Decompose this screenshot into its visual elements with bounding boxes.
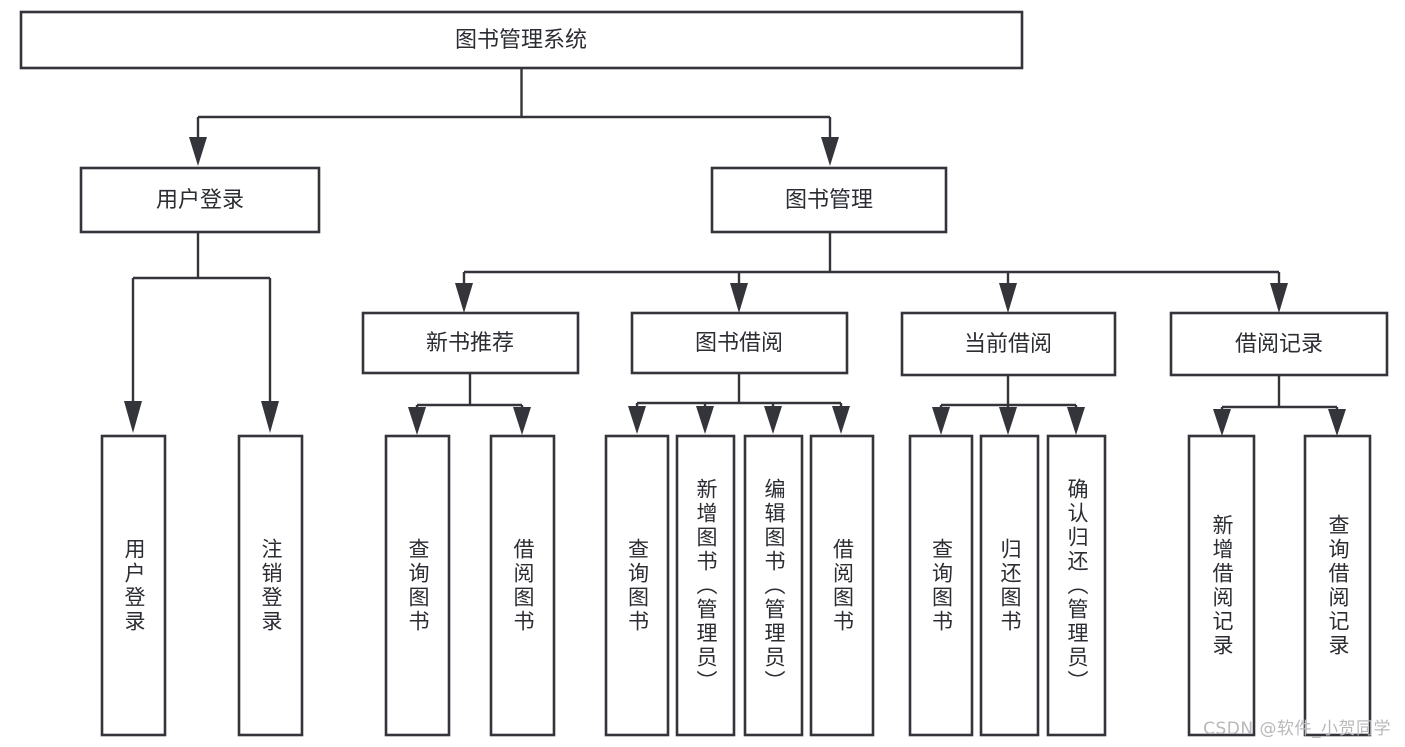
leaf-box-book-borrow-4[interactable] [809, 434, 875, 737]
connector-group-root [189, 68, 839, 166]
leaf-box-current-borrow-1[interactable] [908, 434, 974, 737]
arrow-head-icon-newbook-1 [408, 407, 426, 435]
node-book-borrow-label: 图书借阅 [695, 331, 783, 356]
arrow-head-icon-bookmanage-1 [455, 283, 473, 313]
leaf-box-user-login-2[interactable] [237, 434, 304, 737]
connector-group-borrow-record [1213, 375, 1346, 436]
arrow-head-icon-currentborrow-3 [1067, 407, 1085, 435]
connector-group-book-borrow [628, 373, 850, 434]
arrow-head-icon-bookmanage-4 [1270, 283, 1288, 313]
arrow-head-icon-userlogin-1 [124, 401, 142, 433]
leaf-box-new-book-1[interactable] [384, 434, 451, 737]
node-new-book-recommend[interactable]: 新书推荐 [361, 311, 580, 375]
leaf-box-current-borrow-3[interactable] [1046, 434, 1107, 737]
node-book-borrow[interactable]: 图书借阅 [630, 311, 849, 375]
arrow-head-icon-borrowrecord-2 [1328, 409, 1346, 436]
arrow-head-icon-newbook-2 [513, 407, 531, 435]
arrow-head-icon-currentborrow-2 [999, 407, 1017, 435]
leaf-box-current-borrow-2[interactable] [979, 434, 1040, 737]
node-borrow-record-label: 借阅记录 [1235, 332, 1323, 357]
node-book-manage[interactable]: 图书管理 [710, 166, 948, 234]
arrow-head-icon-currentborrow-1 [932, 407, 950, 435]
node-user-login-box[interactable] [79, 166, 321, 234]
node-current-borrow-box[interactable] [900, 311, 1117, 377]
node-root-label: 图书管理系统 [455, 28, 587, 53]
node-root[interactable]: 图书管理系统 [19, 10, 1024, 70]
node-user-login[interactable]: 用户登录 [79, 166, 321, 234]
arrow-head-icon-bookmanage-3 [999, 283, 1017, 313]
node-book-manage-box[interactable] [710, 166, 948, 234]
node-new-book-recommend-box[interactable] [361, 311, 580, 375]
arrow-head-icon-bookborrow-4 [832, 406, 850, 434]
node-book-borrow-box[interactable] [630, 311, 849, 375]
arrow-head-icon-borrowrecord-1 [1213, 409, 1231, 436]
leaf-box-book-borrow-3[interactable] [743, 434, 804, 737]
node-book-manage-label: 图书管理 [785, 188, 873, 213]
watermark-text: CSDN @软件_小贺同学 [1203, 719, 1391, 739]
leaf-box-borrow-record-2[interactable] [1303, 434, 1372, 737]
connector-group-new-book [408, 373, 531, 435]
arrow-head-icon-bookborrow-2 [696, 406, 714, 434]
leaf-box-group [100, 434, 1372, 737]
arrow-head-icon-bookborrow-3 [764, 406, 782, 434]
arrow-head-icon-root-2 [821, 137, 839, 166]
connector-group-book-manage [455, 232, 1288, 313]
node-user-login-label: 用户登录 [156, 188, 244, 213]
connector-group-current-borrow [932, 375, 1085, 435]
connector-group-user-login [124, 232, 279, 433]
node-root-box[interactable] [19, 10, 1024, 70]
leaf-box-new-book-2[interactable] [489, 434, 556, 737]
node-borrow-record[interactable]: 借阅记录 [1169, 311, 1389, 377]
arrow-head-icon-root-1 [189, 137, 207, 166]
arrow-head-icon-userlogin-2 [261, 401, 279, 433]
node-current-borrow-label: 当前借阅 [964, 332, 1052, 357]
leaf-box-user-login-1[interactable] [100, 434, 167, 737]
node-borrow-record-box[interactable] [1169, 311, 1389, 377]
arrow-head-icon-bookmanage-2 [730, 283, 748, 313]
node-current-borrow[interactable]: 当前借阅 [900, 311, 1117, 377]
node-new-book-recommend-label: 新书推荐 [426, 331, 514, 356]
arrow-head-icon-bookborrow-1 [628, 406, 646, 434]
leaf-box-book-borrow-2[interactable] [675, 434, 736, 737]
leaf-box-book-borrow-1[interactable] [604, 434, 670, 737]
leaf-box-borrow-record-1[interactable] [1187, 434, 1256, 737]
